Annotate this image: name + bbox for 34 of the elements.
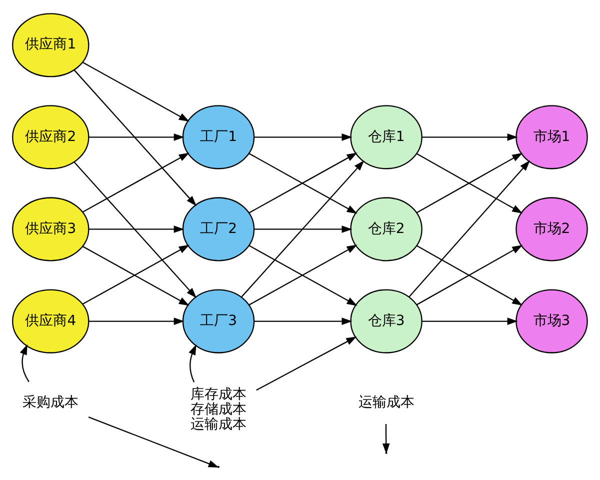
arrow bbox=[188, 344, 196, 382]
arrow bbox=[241, 160, 364, 297]
arrow bbox=[254, 225, 352, 232]
node-ellipse: 工厂3 bbox=[182, 288, 255, 353]
node-ellipse: 供应商2 bbox=[12, 104, 90, 169]
node-ellipse: 工厂2 bbox=[182, 196, 255, 261]
arrow bbox=[408, 160, 530, 297]
node-ellipse: 供应商3 bbox=[12, 196, 90, 261]
arrow bbox=[422, 317, 518, 324]
node-text: 采购成本 bbox=[22, 394, 79, 410]
arrow bbox=[20, 344, 30, 382]
node-ellipse: 供应商4 bbox=[12, 288, 90, 353]
arrow bbox=[88, 133, 184, 140]
arrow bbox=[256, 336, 357, 390]
arrow bbox=[422, 133, 518, 140]
node-ellipse: 供应商1 bbox=[12, 12, 90, 77]
node-ellipse: 市场2 bbox=[516, 196, 588, 261]
node-ellipse: 仓库1 bbox=[350, 104, 422, 169]
arrow bbox=[82, 152, 190, 212]
node-ellipse: 仓库2 bbox=[350, 196, 422, 261]
arrow bbox=[88, 416, 219, 468]
node-text: 运输成本 bbox=[358, 394, 414, 410]
arrow bbox=[88, 225, 184, 232]
node-ellipse: 工厂1 bbox=[182, 104, 255, 169]
node-text: 库存成本 存储成本 运输成本 bbox=[190, 386, 247, 432]
node-ellipse: 仓库3 bbox=[350, 288, 422, 353]
arrow bbox=[74, 161, 197, 298]
arrow bbox=[82, 61, 190, 122]
arrow bbox=[254, 133, 352, 140]
node-ellipse: 市场3 bbox=[516, 288, 588, 353]
arrow bbox=[88, 317, 184, 324]
arrow bbox=[74, 69, 197, 206]
arrow bbox=[254, 317, 352, 324]
node-ellipse: 市场1 bbox=[516, 104, 588, 169]
